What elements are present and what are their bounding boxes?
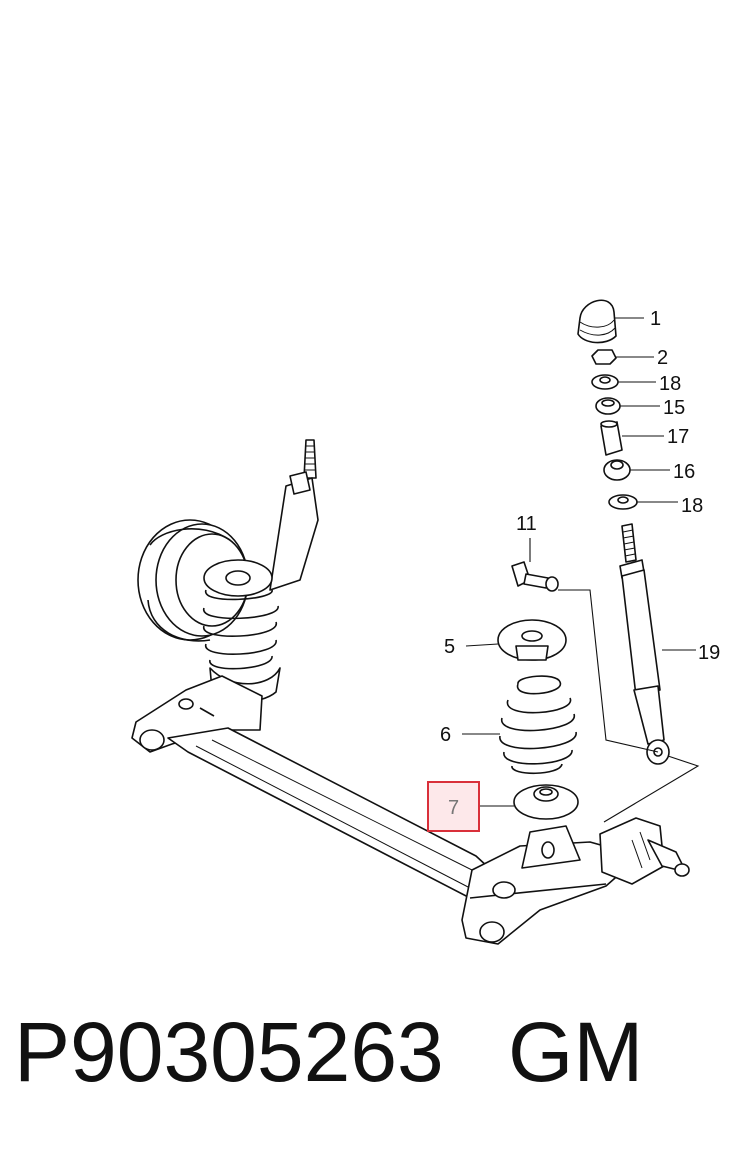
callout-5: 5 — [444, 636, 455, 658]
callout-19: 19 — [698, 642, 720, 664]
bolt — [511, 561, 559, 592]
callout-labels: 1 2 18 15 17 16 18 11 19 5 6 7 — [440, 308, 720, 819]
lower-spring-seat — [513, 784, 579, 820]
highlight-box-7 — [427, 781, 480, 832]
callout-16: 16 — [673, 461, 695, 483]
footer: P90305263 GM — [14, 1010, 734, 1120]
callout-18-upper: 18 — [659, 373, 681, 395]
callout-6: 6 — [440, 724, 451, 746]
callout-15: 15 — [663, 397, 685, 419]
exploded-parts — [497, 299, 670, 820]
callout-11: 11 — [516, 513, 537, 535]
callout-7: 7 — [448, 797, 459, 819]
callout-17: 17 — [667, 426, 689, 448]
callout-2: 2 — [657, 347, 668, 369]
rear-axle-beam — [131, 675, 690, 945]
callout-1: 1 — [650, 308, 661, 330]
upper-spring-seat — [497, 619, 567, 661]
part-number: P90305263 — [14, 1005, 444, 1099]
callout-18-lower: 18 — [681, 495, 703, 517]
coil-spring — [499, 675, 577, 775]
bump-stop — [577, 299, 617, 344]
brand-name: GM — [508, 1005, 644, 1099]
left-strut-assembly — [137, 439, 319, 703]
nut — [591, 349, 617, 365]
leader-lines — [462, 317, 700, 823]
shock-absorber — [619, 523, 670, 765]
